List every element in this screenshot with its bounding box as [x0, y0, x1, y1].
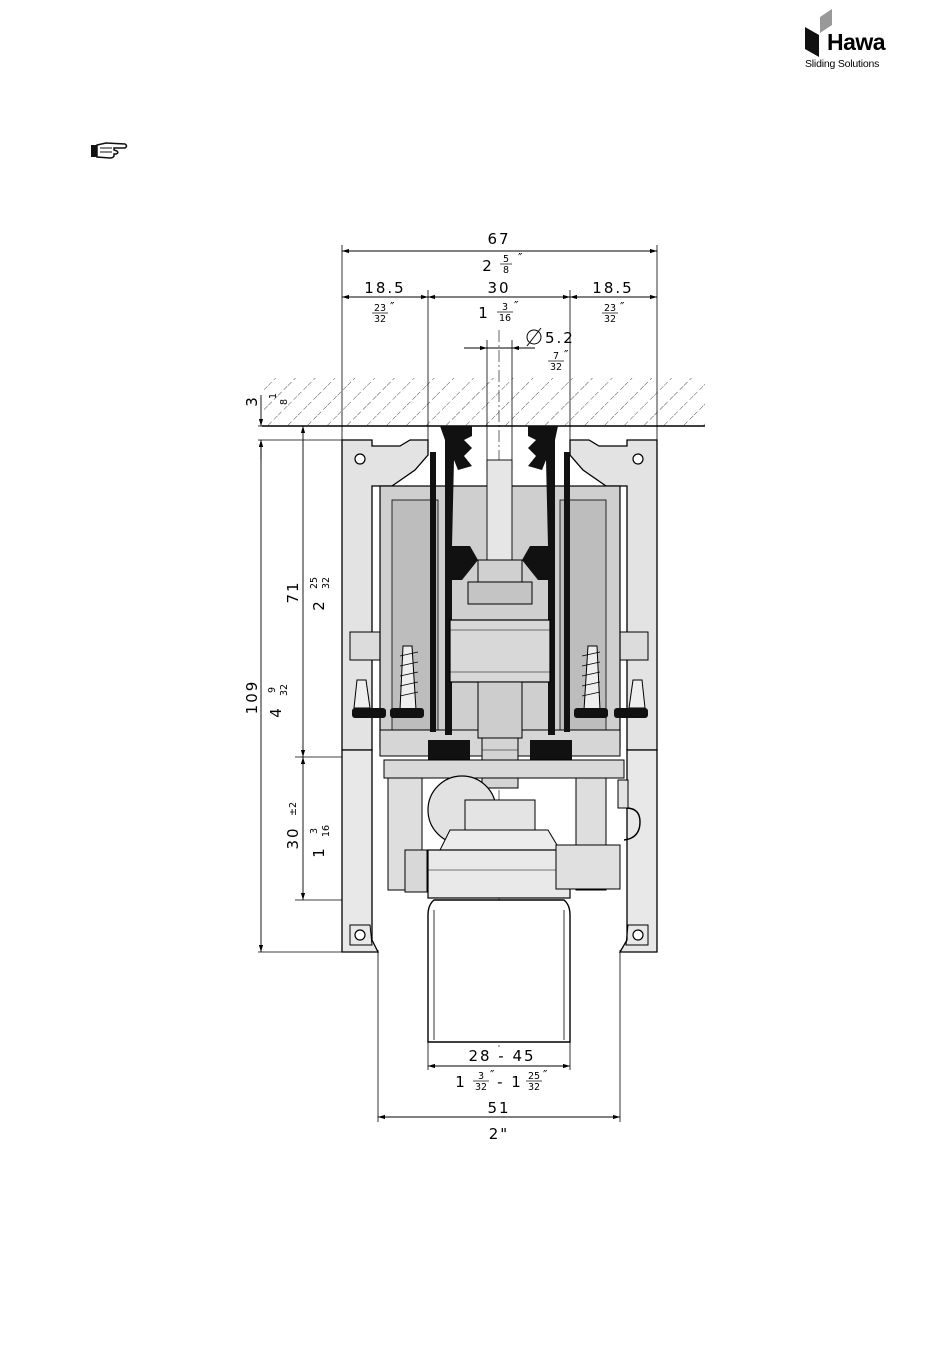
diameter-icon [527, 328, 541, 346]
dim-side-left-in-num: 23 [374, 303, 386, 314]
dim-adjust-in-num: 3 [309, 828, 320, 834]
dim-overall-width-in-whole: 2 [482, 257, 494, 275]
svg-text:″: ″ [390, 300, 395, 314]
dim-center-in-den: 16 [499, 313, 511, 324]
dim-side-right-in-den: 32 [604, 314, 616, 325]
dim-bolt-diameter-mm: 5.2 [545, 329, 575, 347]
dim-height-total-in-whole: 4 [267, 706, 285, 718]
ceiling-hatch [262, 378, 705, 426]
dim-bolt-in-den: 32 [550, 362, 562, 373]
dim-bottom-width-mm: 51 [487, 1099, 510, 1117]
svg-text:″: ″ [564, 348, 569, 362]
dim-height-total-mm: 109 [243, 680, 261, 715]
dim-bolt-in-num: 7 [553, 351, 559, 362]
dim-center-in-num: 3 [502, 302, 508, 313]
svg-text:″: ″ [543, 1068, 548, 1082]
dim-height-track-in-num: 25 [309, 577, 320, 589]
dim-door-range-a-den: 32 [475, 1082, 487, 1093]
dim-center-mm: 30 [487, 279, 510, 297]
svg-text:″: ″ [490, 1068, 495, 1082]
dim-door-range-a-whole: 1 [455, 1073, 467, 1091]
dim-adjust-tol: ±2 [288, 802, 299, 816]
dim-door-range-mm: 28 - 45 [468, 1047, 535, 1065]
dim-ceiling-mm: 3 [243, 395, 261, 407]
dim-height-total-in-den: 32 [279, 684, 290, 696]
dim-adjust-mm: 30 [284, 826, 302, 849]
dim-height-total-in-num: 9 [267, 687, 278, 693]
dim-side-left-in-den: 32 [374, 314, 386, 325]
dim-bottom-width-in: 2" [489, 1125, 509, 1143]
door-panel [428, 900, 570, 1042]
dim-door-range-b-whole: - 1 [497, 1073, 523, 1091]
dim-adjust-in-den: 16 [321, 825, 332, 837]
dim-overall-width-in-num: 5 [503, 254, 509, 265]
dim-overall-width-mm: 67 [487, 230, 510, 248]
dim-ceiling-in: 1 [268, 393, 279, 399]
dim-door-range-b-den: 32 [528, 1082, 540, 1093]
svg-text:″: ″ [514, 299, 519, 313]
dim-side-left-mm: 18.5 [364, 279, 405, 297]
dim-height-track-mm: 71 [284, 580, 302, 603]
dim-center-in-whole: 1 [478, 304, 490, 322]
svg-text:″: ″ [620, 300, 625, 314]
dim-side-right-in-num: 23 [604, 303, 616, 314]
dim-door-range-a-num: 3 [478, 1071, 484, 1082]
dim-ceiling-in-den: 8 [279, 399, 290, 405]
svg-text:″: ″ [518, 251, 523, 265]
dim-door-range-b-num: 25 [528, 1071, 540, 1082]
dim-height-track-in-den: 32 [321, 577, 332, 589]
dim-adjust-in-whole: 1 [310, 846, 328, 858]
dim-overall-width-in-den: 8 [503, 265, 509, 276]
dim-side-right-mm: 18.5 [592, 279, 633, 297]
dim-height-track-in-whole: 2 [310, 599, 328, 611]
